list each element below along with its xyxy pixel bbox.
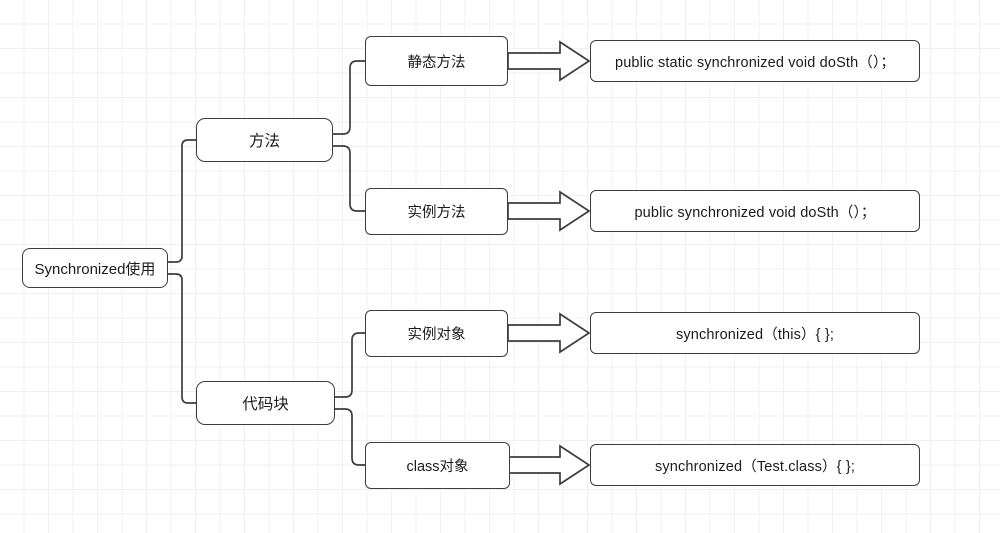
code-box-class-object[interactable]: synchronized（Test.class）{ };: [590, 444, 920, 486]
node-root[interactable]: Synchronized使用: [22, 248, 168, 288]
block-arrow-instance-object: [507, 312, 591, 354]
code-box-instance-object-text: synchronized（this）{ };: [675, 326, 835, 343]
node-branch-code-block[interactable]: 代码块: [196, 381, 335, 425]
connector-root-to-method: [167, 139, 197, 263]
node-root-label: Synchronized使用: [34, 260, 156, 278]
block-arrow-class-object: [507, 444, 591, 486]
node-class-object-label: class对象: [406, 459, 469, 475]
node-static-method-label: 静态方法: [407, 54, 466, 71]
node-branch-code-block-label: 代码块: [242, 396, 289, 413]
connector-block-to-class-object: [334, 408, 366, 466]
node-instance-object[interactable]: 实例对象: [365, 310, 508, 357]
block-arrow-static-method: [507, 40, 591, 82]
connector-method-to-static: [332, 60, 366, 135]
node-branch-method-label: 方法: [248, 133, 280, 150]
code-box-static-method[interactable]: public static synchronized void doSth（）；: [590, 40, 920, 82]
node-class-object[interactable]: class对象: [365, 442, 510, 489]
block-arrow-instance-method: [507, 190, 591, 232]
node-instance-method[interactable]: 实例方法: [365, 188, 508, 235]
node-static-method[interactable]: 静态方法: [365, 36, 508, 86]
code-box-instance-object[interactable]: synchronized（this）{ };: [590, 312, 920, 354]
connector-block-to-instance-object: [334, 332, 366, 398]
code-box-class-object-text: synchronized（Test.class）{ };: [654, 458, 856, 475]
node-branch-method[interactable]: 方法: [196, 118, 333, 162]
code-box-instance-method-text: public synchronized void doSth（）；: [634, 204, 876, 221]
node-instance-method-label: 实例方法: [407, 205, 466, 221]
node-instance-object-label: 实例对象: [407, 327, 466, 343]
code-box-static-method-text: public static synchronized void doSth（）；: [614, 54, 896, 71]
connector-root-to-block: [167, 273, 197, 404]
code-box-instance-method[interactable]: public synchronized void doSth（）；: [590, 190, 920, 232]
connector-method-to-instance: [332, 145, 366, 212]
